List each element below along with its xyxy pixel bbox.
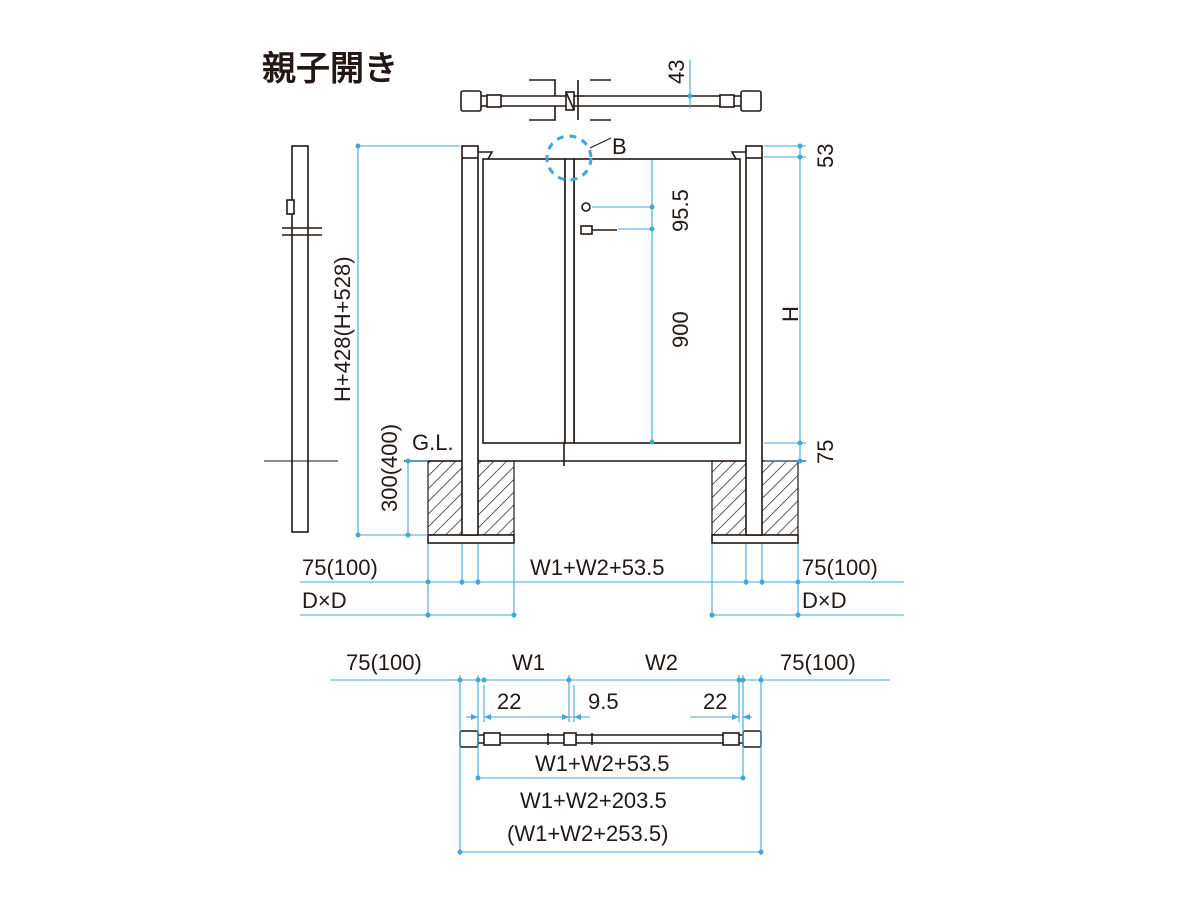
plan-w1: W1 [512, 650, 545, 675]
side-view [264, 145, 338, 533]
dim-right-margin: 75(100) [802, 555, 878, 580]
plan-right-margin: 75(100) [780, 650, 856, 675]
dim-43: 43 [664, 60, 689, 84]
dim-total-height: H+428(H+528) [330, 256, 355, 402]
plan-22-left: 22 [497, 689, 521, 714]
title: 親子開き [262, 49, 398, 89]
dim-embed-depth: 300(400) [377, 424, 402, 512]
dim-mid-width: W1+W2+53.5 [530, 555, 665, 580]
dim-right-footing: D×D [802, 588, 847, 613]
plan-outer-width-alt: (W1+W2+253.5) [507, 821, 668, 846]
plan-outer-width: W1+W2+203.5 [520, 788, 667, 813]
detail-b-label: B [612, 134, 627, 159]
dim-left-margin: 75(100) [302, 555, 378, 580]
dim-75-bottom: 75 [813, 440, 838, 464]
dim-left-footing: D×D [302, 588, 347, 613]
top-plan-view [460, 79, 762, 121]
plan-9-5: 9.5 [588, 689, 619, 714]
ground-level-label: G.L. [412, 430, 454, 455]
dim-H: H [778, 306, 803, 322]
dim-900: 900 [668, 311, 693, 348]
dim-95-5: 95.5 [668, 189, 693, 232]
plan-inner-width: W1+W2+53.5 [535, 751, 670, 776]
plan-w2: W2 [645, 650, 678, 675]
detail-b-circle [545, 134, 593, 182]
elevation-view [404, 134, 806, 544]
dim-53: 53 [813, 144, 838, 168]
plan-left-margin: 75(100) [346, 650, 422, 675]
plan-22-right: 22 [703, 689, 727, 714]
bottom-plan-view [459, 730, 762, 748]
